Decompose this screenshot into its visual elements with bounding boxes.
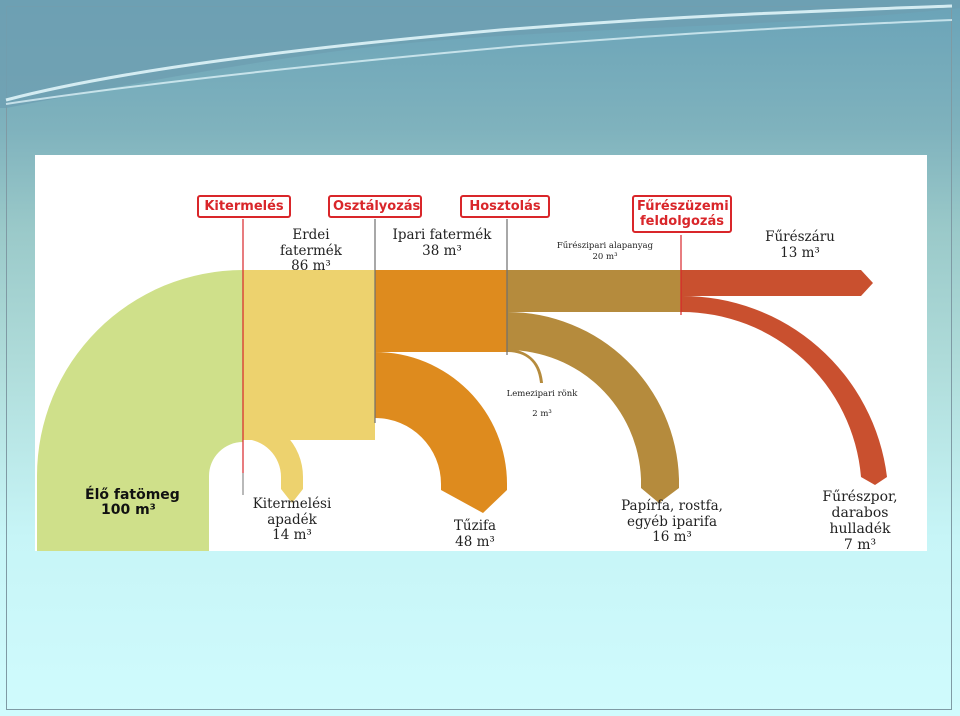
diagram-panel: Kitermelés Osztályozás Hosztolás Fűrészü… <box>35 155 927 551</box>
label-fureszpor: Fűrészpor, darabos hulladék 7 m³ <box>822 489 898 554</box>
papirfa-flow <box>507 312 679 503</box>
stage-osztalyozas: Osztályozás <box>328 195 422 218</box>
elo-fatomeg-flow <box>37 270 243 551</box>
tuzifa-flow <box>375 352 507 513</box>
wood-flow-diagram <box>37 219 887 551</box>
label-ipari-fatermek: Ipari fatermék 38 m³ <box>392 227 492 259</box>
label-kitermelesi-apadek: Kitermelési apadék 14 m³ <box>252 496 332 544</box>
stage-fureszuzemi-line1: Fűrészüzemi <box>637 199 729 214</box>
kitermelesi-apadek-flow <box>243 417 303 489</box>
label-lemezipari-ronk: Lemezipari rönk <box>506 389 578 399</box>
label-fureszipari-alapanyag: Fűrészipari alapanyag 20 m³ <box>556 241 654 263</box>
fureszaru-flow <box>681 270 873 296</box>
stage-fureszuzemi: Fűrészüzemi feldolgozás <box>632 195 732 233</box>
stage-hosztolas: Hosztolás <box>460 195 550 218</box>
lemezipari-ronk-flow <box>507 349 543 383</box>
label-papirfa: Papírfa, rostfa, egyéb iparifa 16 m³ <box>621 498 723 546</box>
fureszpor-flow <box>681 295 887 485</box>
ipari-fatermek-flow <box>375 270 507 352</box>
label-lemezipari-volume: 2 m³ <box>532 409 552 419</box>
label-fureszaru: Fűrészáru 13 m³ <box>765 229 835 261</box>
stage-kitermeles: Kitermelés <box>197 195 291 218</box>
erdei-fatermek-flow <box>243 270 375 440</box>
label-tuzifa: Tűzifa 48 m³ <box>453 518 497 550</box>
label-erdei-fatermek: Erdei fatermék 86 m³ <box>280 227 342 275</box>
stage-fureszuzemi-line2: feldolgozás <box>640 214 724 229</box>
fureszipari-alapanyag-flow <box>507 270 681 312</box>
label-elo-fatomeg: Élő fatömeg 100 m³ <box>85 487 180 518</box>
decorative-wave <box>0 0 960 108</box>
